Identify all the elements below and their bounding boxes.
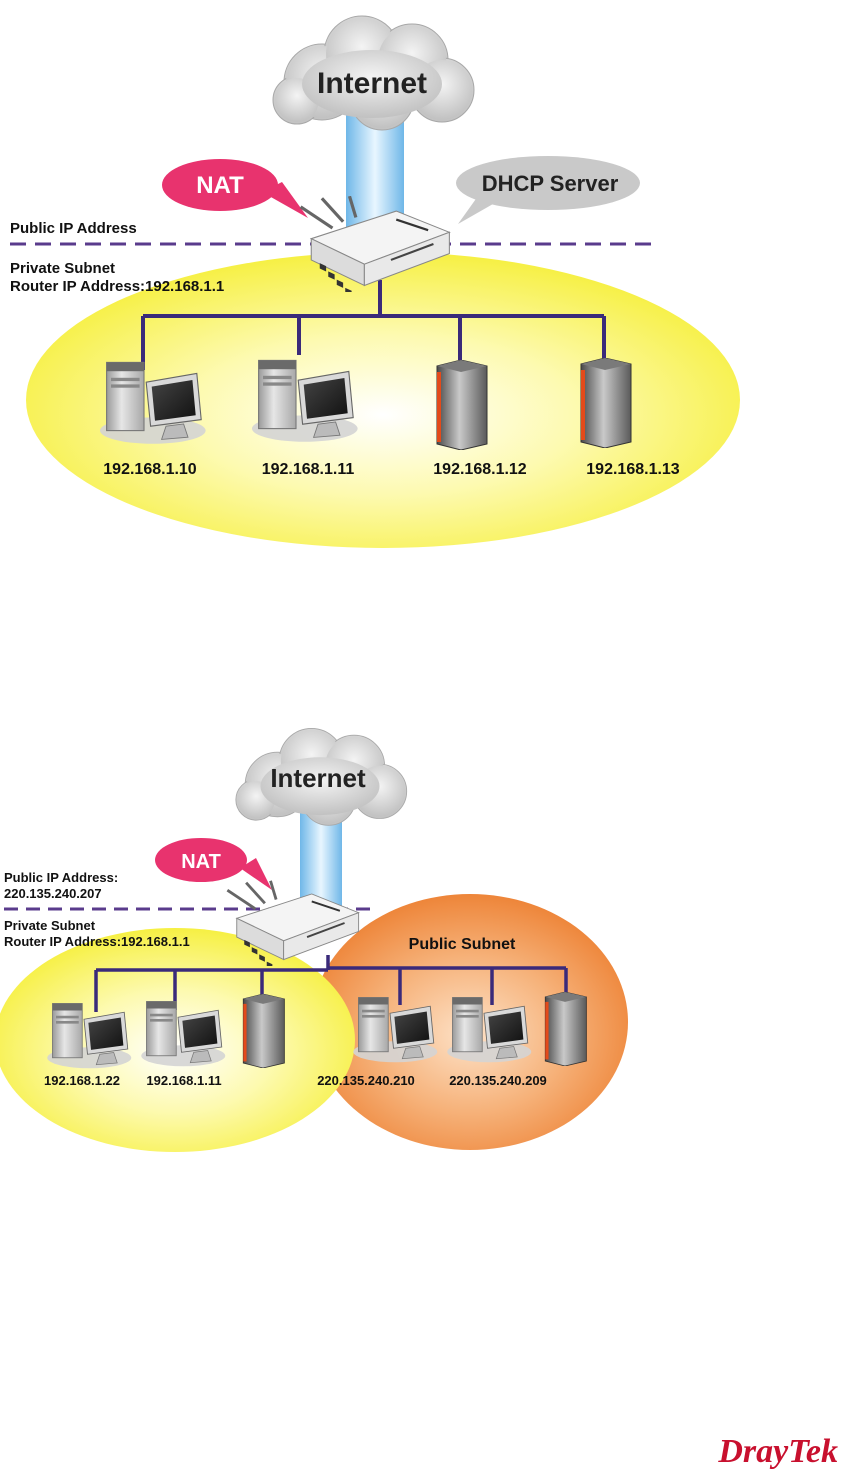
public-ip-label: Public IP Address: xyxy=(4,870,118,885)
dhcp-server-bubble: DHCP Server xyxy=(456,156,640,224)
router-ip-label: Router IP Address:192.168.1.1 xyxy=(4,934,190,949)
host-ip-label: 192.168.1.10 xyxy=(103,461,197,478)
diagram-nat-public-subnet: Internet NAT Public IP Address: 220.135.… xyxy=(0,727,628,1152)
nat-bubble: NAT xyxy=(155,838,272,890)
host-ip-label: 192.168.1.11 xyxy=(262,461,355,478)
dhcp-server-label: DHCP Server xyxy=(482,171,619,196)
public-ip-label: Public IP Address xyxy=(10,220,137,237)
nat-label: NAT xyxy=(196,172,244,199)
nat-label: NAT xyxy=(181,851,221,873)
nat-bubble: NAT xyxy=(162,159,308,218)
internet-label: Internet xyxy=(317,67,427,100)
host-ip-label: 220.135.240.210 xyxy=(317,1073,415,1088)
lan-wiring xyxy=(141,280,606,370)
public-subnet-label: Public Subnet xyxy=(409,936,516,953)
host-ip-label: 220.135.240.209 xyxy=(449,1073,547,1088)
server-icon xyxy=(242,994,285,1068)
internet-label: Internet xyxy=(270,763,366,793)
server-icon xyxy=(544,992,587,1066)
private-subnet-label: Private Subnet xyxy=(10,260,115,277)
draytek-logo: DrayTek xyxy=(717,1433,838,1470)
public-ip-value: 220.135.240.207 xyxy=(4,886,102,901)
host-ip-label: 192.168.1.13 xyxy=(586,461,680,478)
router-ip-label: Router IP Address:192.168.1.1 xyxy=(10,278,224,295)
private-subnet-label: Private Subnet xyxy=(4,918,96,933)
private-subnet-area xyxy=(0,928,355,1152)
host-ip-label: 192.168.1.22 xyxy=(44,1073,120,1088)
server-icon xyxy=(580,358,632,448)
server-icon xyxy=(436,360,488,450)
diagram-nat-dhcp: Internet NAT DHCP Server Public IP Addre… xyxy=(10,15,740,548)
private-subnet-area xyxy=(26,252,740,548)
host-ip-label: 192.168.1.11 xyxy=(146,1073,221,1088)
host-ip-label: 192.168.1.12 xyxy=(433,461,527,478)
